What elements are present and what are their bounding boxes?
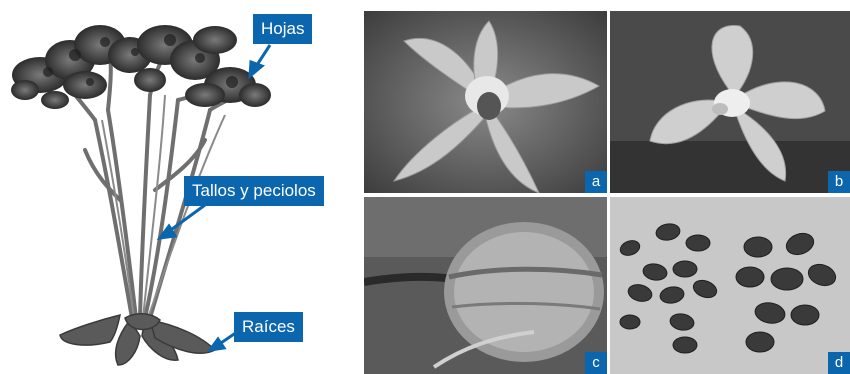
seeds-image — [610, 197, 850, 374]
photo-b-label: b — [828, 171, 850, 193]
photo-c-seed-pod: c — [364, 197, 607, 374]
flower-image — [610, 11, 850, 193]
photo-a-flower: a — [364, 11, 607, 193]
leaves-label: Hojas — [253, 14, 312, 44]
plant-illustration-panel: Hojas Tallos y peciolos Raíces — [0, 0, 360, 374]
plant-roots — [60, 314, 215, 365]
photo-d-label: d — [828, 352, 850, 374]
stems-label: Tallos y peciolos — [184, 176, 324, 206]
photo-d-seeds: d — [610, 197, 850, 374]
photo-c-label: c — [585, 352, 607, 374]
roots-label: Raíces — [234, 312, 303, 342]
seed-pod-image — [364, 197, 607, 374]
photo-b-flower: b — [610, 11, 850, 193]
photo-a-label: a — [585, 171, 607, 193]
flower-image — [364, 11, 607, 193]
plant-leaves — [11, 25, 271, 109]
